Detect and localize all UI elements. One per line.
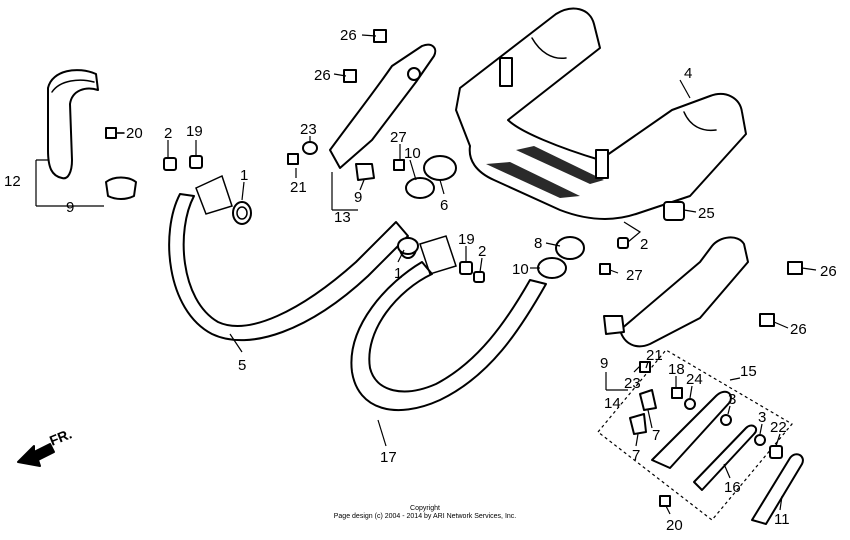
heat-protector-group-15 [597, 349, 793, 521]
callout-9-right: 9 [600, 355, 608, 372]
callout-17: 17 [380, 449, 397, 466]
callout-27-right: 27 [626, 267, 643, 284]
callout-2-left: 2 [164, 125, 172, 142]
bolt-26-right-b[interactable] [759, 313, 775, 327]
band-9-left[interactable] [105, 176, 137, 200]
callout-4: 4 [684, 65, 692, 82]
nut-19-center[interactable] [459, 261, 473, 275]
callout-3-a: 3 [728, 391, 736, 408]
callout-8: 8 [534, 235, 542, 252]
callout-21-right: 21 [646, 347, 663, 364]
muffler-4[interactable] [455, 7, 747, 220]
bolt-27-top[interactable] [393, 159, 405, 171]
front-direction-indicator: FR. [17, 425, 74, 467]
band-9-center[interactable] [355, 163, 375, 181]
bracket-7-upper[interactable] [639, 389, 657, 411]
callout-26-top: 26 [340, 27, 357, 44]
bolt-27-right[interactable] [599, 263, 611, 275]
nut-19-left[interactable] [189, 155, 203, 169]
copyright-line2: Page design (c) 2004 - 2014 by ARI Netwo… [334, 513, 517, 520]
callout-20-bottom: 20 [666, 517, 683, 534]
leader-lines [35, 34, 817, 515]
callout-2-right: 2 [640, 236, 648, 253]
copyright-notice: Copyright Page design (c) 2004 - 2014 by… [334, 505, 517, 520]
callout-9-left: 9 [66, 199, 74, 216]
callout-6: 6 [440, 197, 448, 214]
callout-25: 25 [698, 205, 715, 222]
callout-26-right-b: 26 [790, 321, 807, 338]
callout-15: 15 [740, 363, 757, 380]
exhaust-pipe-5[interactable] [168, 174, 409, 342]
washer-3-b[interactable] [754, 434, 766, 446]
stay-16[interactable] [693, 424, 758, 491]
callout-10-lower: 10 [512, 261, 529, 278]
bolt-18[interactable] [671, 387, 683, 399]
bracket-7-lower[interactable] [629, 413, 647, 435]
protector-11[interactable] [751, 453, 804, 525]
front-label: FR. [47, 425, 74, 448]
nut-2-right[interactable] [617, 237, 629, 249]
bolt-26-right-a[interactable] [787, 261, 803, 275]
callout-23-top: 23 [300, 121, 317, 138]
callout-12: 12 [4, 173, 21, 190]
callout-16: 16 [724, 479, 741, 496]
callout-labels: 26 26 4 23 20 2 19 27 10 12 9 21 9 13 6 … [4, 27, 837, 534]
bolt-20-bottom[interactable] [659, 495, 671, 507]
callout-7-upper: 7 [652, 427, 660, 444]
bolt-21-right[interactable] [639, 361, 651, 373]
washer-3-a[interactable] [720, 414, 732, 426]
callout-7-lower: 7 [632, 447, 640, 464]
callout-2-center: 2 [478, 243, 486, 260]
pipe-protector-12[interactable] [47, 69, 99, 180]
callout-20-top: 20 [126, 125, 143, 142]
washer-23[interactable] [302, 141, 318, 155]
callout-24: 24 [686, 371, 703, 388]
callout-22: 22 [770, 419, 787, 436]
nut-22[interactable] [769, 445, 783, 459]
clamp-6[interactable] [423, 155, 457, 181]
clamp-10-lower[interactable] [537, 257, 567, 279]
callout-10-top: 10 [404, 145, 421, 162]
nut-25[interactable] [663, 201, 685, 221]
copyright-line1: Copyright [410, 505, 440, 512]
callout-27-top: 27 [390, 129, 407, 146]
callout-9-center: 9 [354, 189, 362, 206]
callout-3-b: 3 [758, 409, 766, 426]
callout-26-mid: 26 [314, 67, 331, 84]
callout-14: 14 [604, 395, 621, 412]
callout-13: 13 [334, 209, 351, 226]
band-9-right[interactable] [603, 315, 625, 335]
nut-2-left[interactable] [163, 157, 177, 171]
callout-18: 18 [668, 361, 685, 378]
callout-21-top: 21 [290, 179, 307, 196]
washer-24[interactable] [684, 398, 696, 410]
right-muffler-shield[interactable] [619, 236, 749, 348]
callout-26-right-a: 26 [820, 263, 837, 280]
bolt-21[interactable] [287, 153, 299, 165]
protector-plate[interactable] [651, 390, 732, 469]
callout-1-left: 1 [240, 167, 248, 184]
clamp-8[interactable] [555, 236, 585, 260]
callout-1-center: 1 [394, 265, 402, 282]
gasket-1-upper[interactable] [397, 237, 419, 255]
callout-19-center: 19 [458, 231, 475, 248]
bracket-13[interactable] [329, 43, 437, 169]
callout-5: 5 [238, 357, 246, 374]
clamp-10-upper[interactable] [405, 177, 435, 199]
callout-11: 11 [774, 511, 790, 528]
front-arrow-icon [17, 443, 55, 467]
callout-23-right: 23 [624, 375, 641, 392]
nut-2-center[interactable] [473, 271, 485, 283]
callout-19-left: 19 [186, 123, 203, 140]
